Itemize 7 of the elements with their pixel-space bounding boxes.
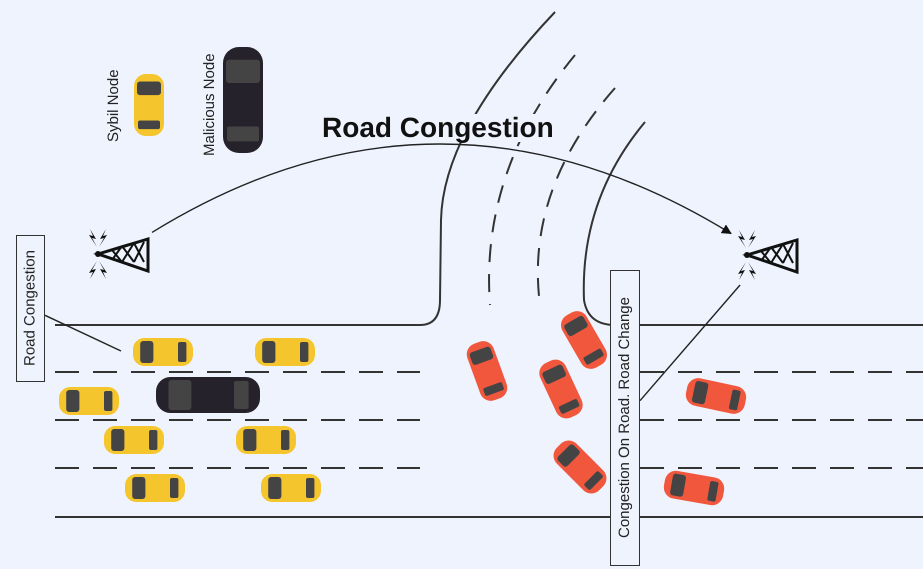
leader-line (44, 314, 122, 352)
callout-label: Congestion On Road. Road Change (610, 270, 640, 566)
leader-line (639, 284, 741, 402)
callout-label: Road Congestion (16, 235, 45, 382)
arrow (152, 143, 732, 234)
legend-label: Malicious Node (200, 52, 219, 158)
legend-label: Sybil Node (104, 68, 123, 144)
